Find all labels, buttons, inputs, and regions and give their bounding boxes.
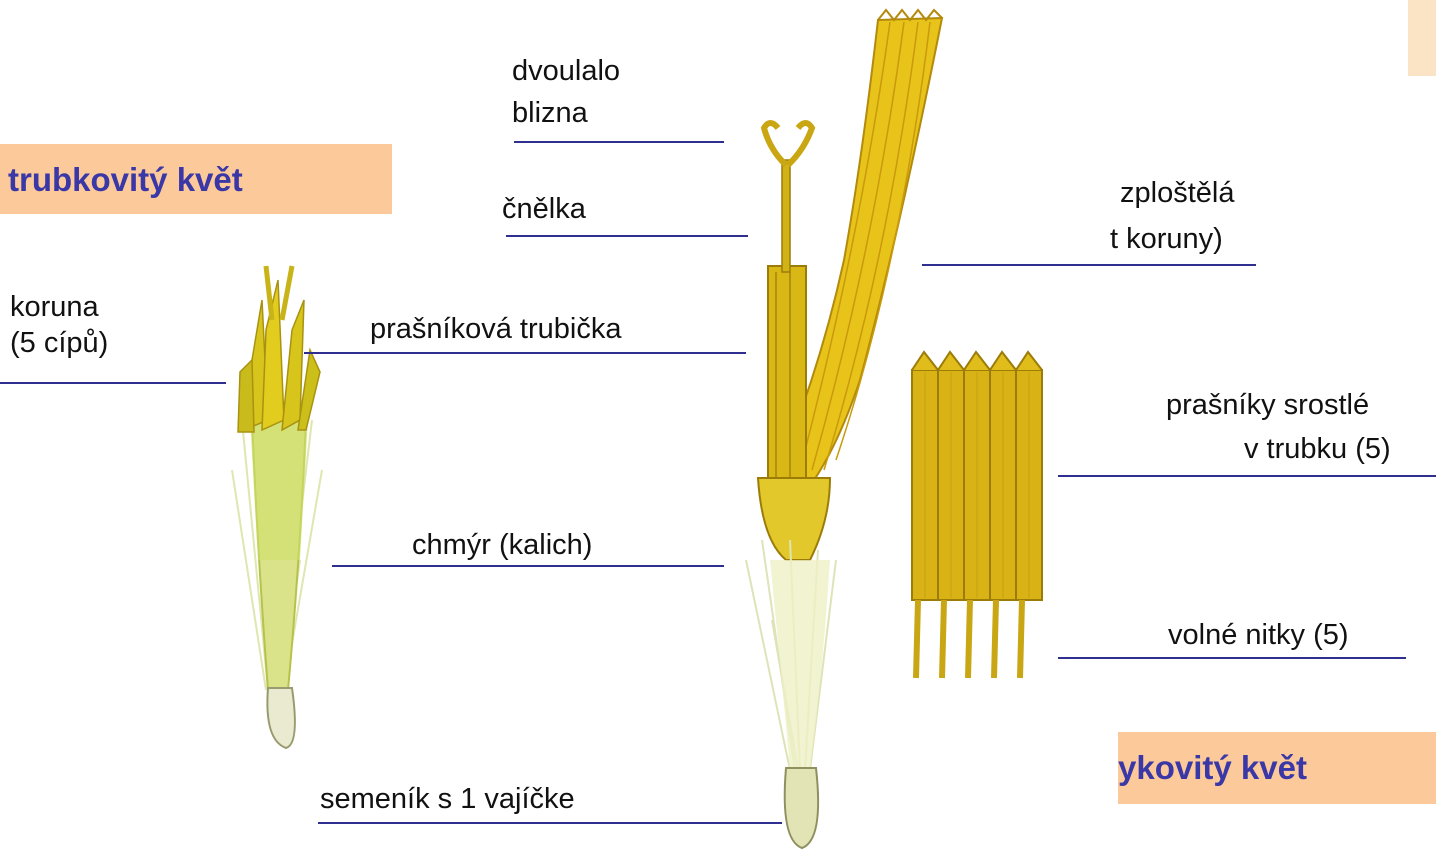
- label-blizna: blizna: [512, 96, 588, 130]
- rule-chmyr: [332, 565, 724, 567]
- tubular-floret-drawing: [232, 266, 322, 748]
- rule-volne-nitky: [1058, 657, 1406, 659]
- label-koruny: t koruny): [1110, 222, 1223, 256]
- label-cnelka: čnělka: [502, 192, 586, 226]
- rule-prasnikova-trubicka: [304, 352, 746, 354]
- label-prasniky: prašníky srostlé: [1166, 388, 1369, 422]
- rule-cnelka: [506, 235, 748, 237]
- tubular-floret-heading: trubkovitý květ: [0, 144, 392, 214]
- rule-prasniky: [1058, 475, 1436, 477]
- label-volne-nitky: volné nitky (5): [1168, 618, 1349, 652]
- label-koruna: koruna: [10, 290, 99, 324]
- stamens-drawing: [912, 352, 1042, 678]
- rule-koruna: [0, 382, 226, 384]
- label-zplostela: zploštělá: [1120, 176, 1234, 210]
- label-koruna-lobes: (5 cípů): [10, 326, 108, 360]
- rule-blizna: [514, 141, 724, 143]
- corner-box-fragment: [1408, 0, 1436, 76]
- label-semenik: semeník s 1 vajíčke: [320, 782, 575, 816]
- label-prasniky-trubka: v trubku (5): [1244, 432, 1391, 466]
- label-chmyr: chmýr (kalich): [412, 528, 592, 562]
- ligulate-floret-heading: ykovitý květ: [1118, 732, 1436, 804]
- rule-koruny: [922, 264, 1256, 266]
- label-prasnikova-trubicka: prašníková trubička: [370, 312, 621, 346]
- rule-semenik: [318, 822, 782, 824]
- label-dvoulalo: dvoulalo: [512, 54, 620, 88]
